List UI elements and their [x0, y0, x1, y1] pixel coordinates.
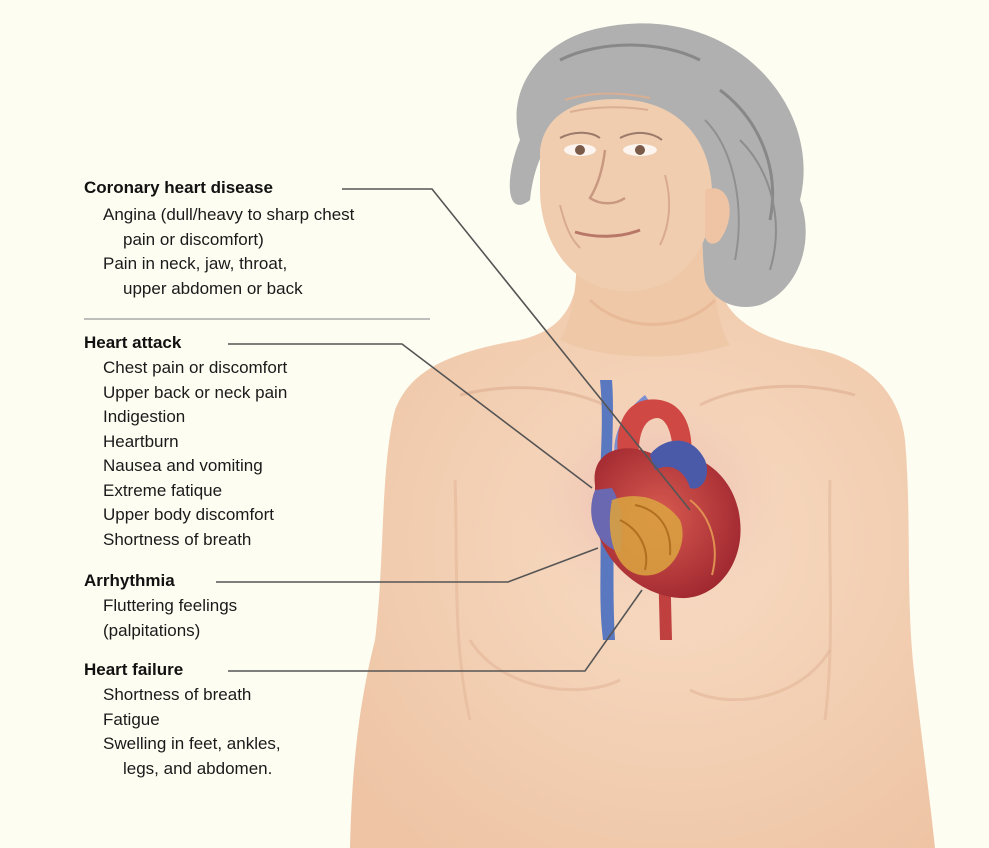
list-item: Fluttering feelings [103, 594, 237, 619]
heading-coronary-heart-disease: Coronary heart disease [84, 178, 273, 198]
item-text: Pain in neck, jaw, throat, [103, 254, 287, 273]
list-item: Shortness of breath [103, 528, 287, 553]
list-item: Upper body discomfort [103, 503, 287, 528]
heading-heart-failure: Heart failure [84, 660, 183, 680]
face [540, 99, 712, 291]
list-item: Indigestion [103, 405, 287, 430]
list-item: Fatigue [103, 708, 281, 733]
item-text: Swelling in feet, ankles, [103, 734, 281, 753]
list-coronary-heart-disease: Angina (dull/heavy to sharp chest pain o… [103, 203, 354, 301]
list-heart-failure: Shortness of breath Fatigue Swelling in … [103, 683, 281, 781]
list-item: Chest pain or discomfort [103, 356, 287, 381]
item-text-continued: legs, and abdomen. [103, 757, 281, 782]
list-item: Nausea and vomiting [103, 454, 287, 479]
list-item: Pain in neck, jaw, throat, upper abdomen… [103, 252, 354, 301]
item-text: Angina (dull/heavy to sharp chest [103, 205, 354, 224]
list-item: Shortness of breath [103, 683, 281, 708]
item-text-continued: pain or discomfort) [103, 228, 354, 253]
list-item: Extreme fatique [103, 479, 287, 504]
list-item: (palpitations) [103, 619, 237, 644]
heading-heart-attack: Heart attack [84, 333, 181, 353]
list-arrhythmia: Fluttering feelings (palpitations) [103, 594, 237, 643]
item-text-continued: upper abdomen or back [103, 277, 354, 302]
list-item: Angina (dull/heavy to sharp chest pain o… [103, 203, 354, 252]
list-item: Heartburn [103, 430, 287, 455]
heading-arrhythmia: Arrhythmia [84, 571, 175, 591]
list-heart-attack: Chest pain or discomfort Upper back or n… [103, 356, 287, 552]
list-item: Upper back or neck pain [103, 381, 287, 406]
list-item: Swelling in feet, ankles, legs, and abdo… [103, 732, 281, 781]
